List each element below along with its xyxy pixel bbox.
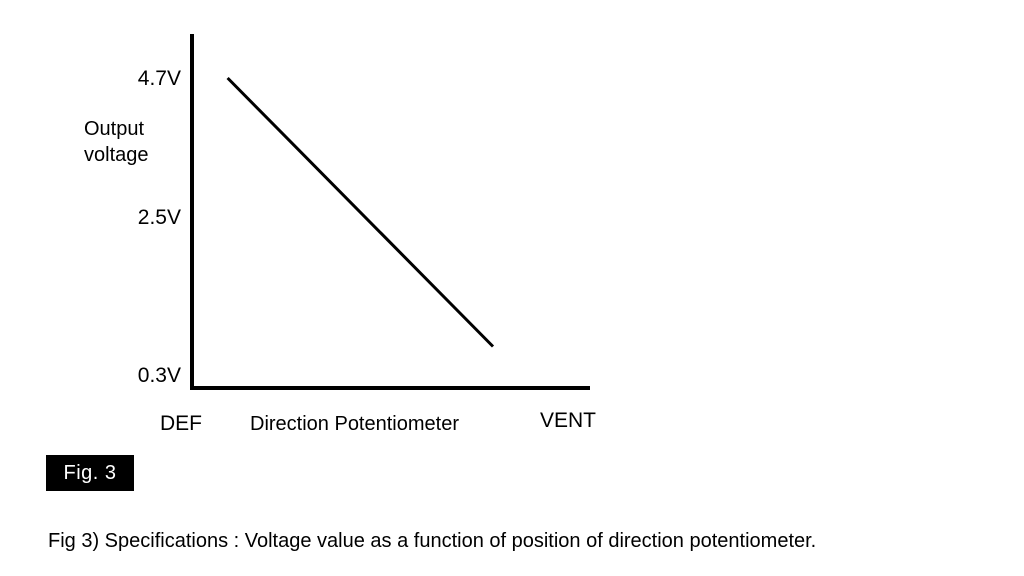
y-axis-label-line-2: voltage [84,144,149,166]
y-tick-label-2-5v: 2.5V [138,206,181,229]
y-tick-label-0-3v: 0.3V [138,364,181,387]
series-layer [226,76,495,348]
y-tick-label-4-7v: 4.7V [138,67,181,90]
figure-caption: Fig 3) Specifications : Voltage value as… [48,530,817,552]
x-axis-label: Direction Potentiometer [250,413,459,435]
x-tick-label-def: DEF [160,412,202,435]
x-tick-label-vent: VENT [540,409,596,432]
figure-badge: Fig. 3 [46,455,134,491]
series-line-0 [226,76,495,348]
y-axis-label-line-1: Output [84,118,144,140]
